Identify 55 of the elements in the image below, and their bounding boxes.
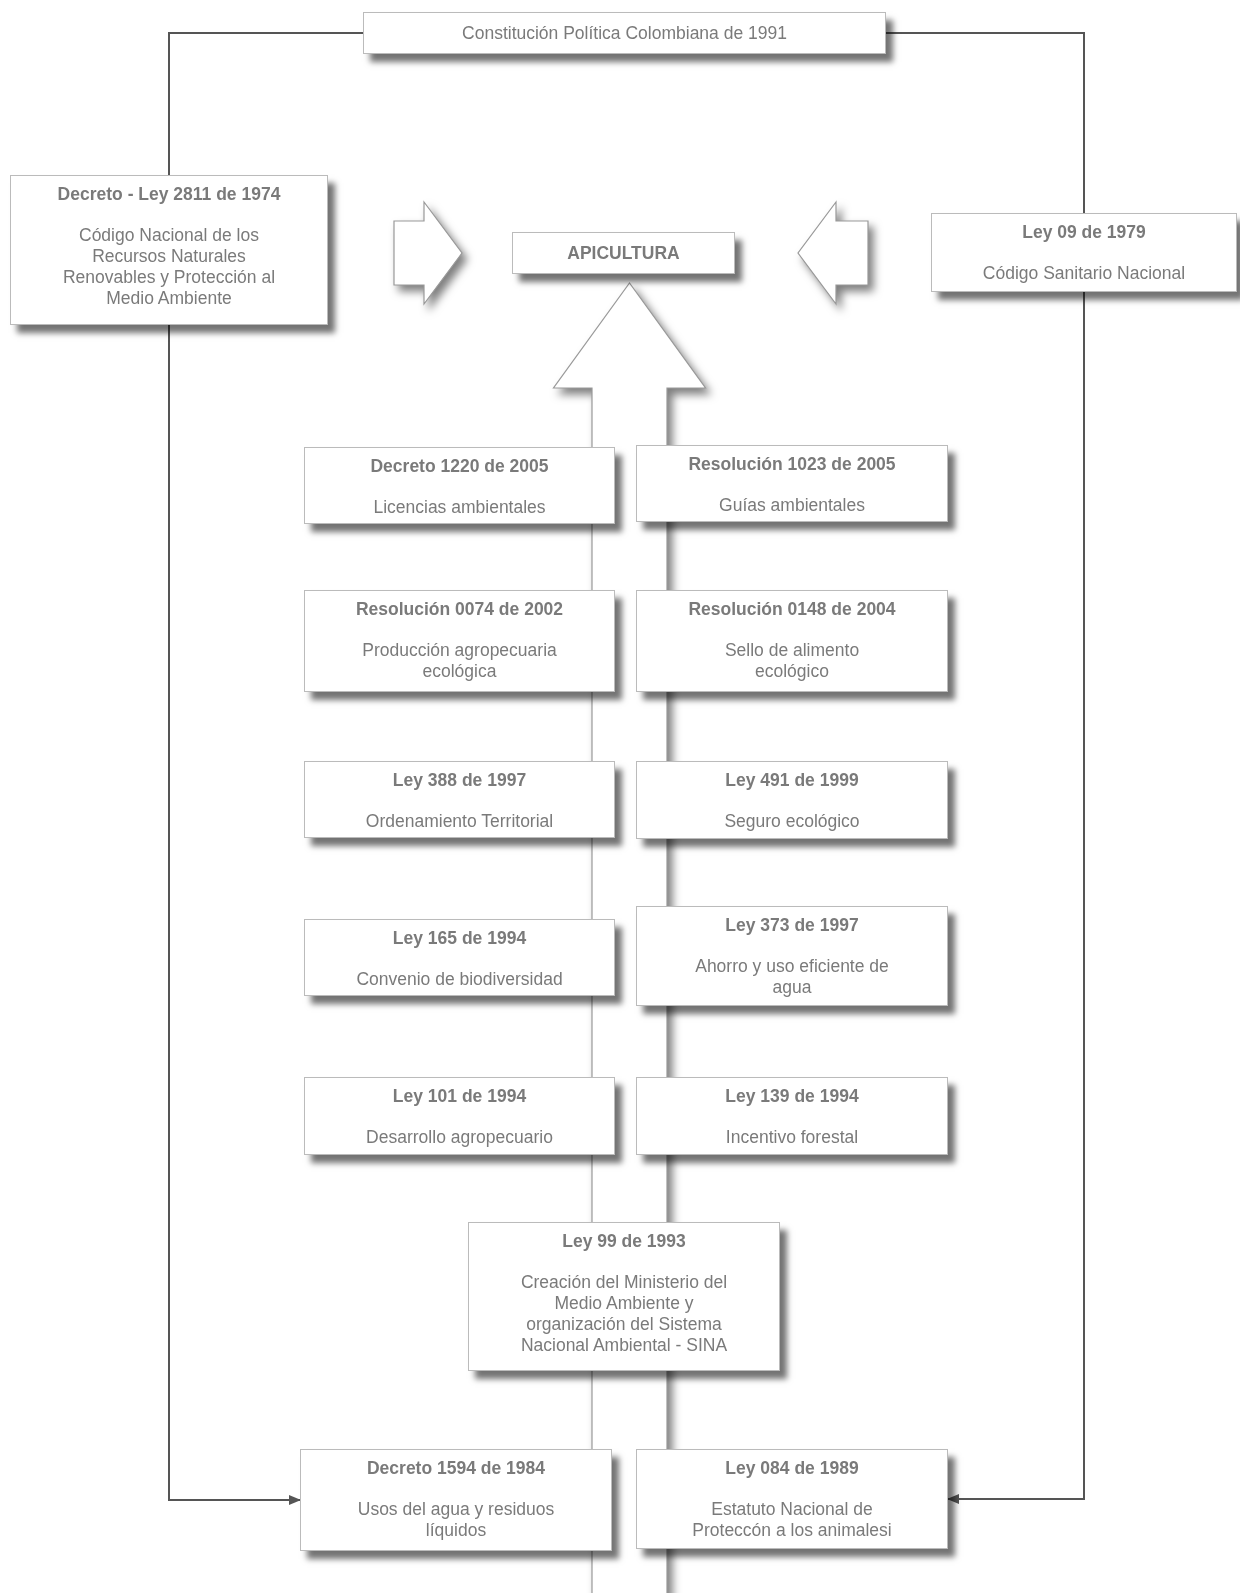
law-description: Ordenamiento Territorial [365, 811, 554, 832]
law-description: Usos del agua y residuos líquidos [356, 1499, 556, 1541]
law-box [636, 1449, 948, 1549]
law-box [636, 761, 948, 839]
law-box [304, 1077, 615, 1155]
law-title: Resolución 1023 de 2005 [688, 454, 896, 475]
law-description: Creación del Ministerio del Medio Ambiente y organización del Sistema Nacional Ambiental - SINA [519, 1272, 729, 1356]
law-title: Ley 101 de 1994 [392, 1086, 527, 1107]
connector-line [168, 324, 301, 1505]
law-description: Código Nacional de los Recursos Naturales Renovables y Protección al Medio Ambiente [61, 225, 277, 309]
law-box [468, 1222, 780, 1371]
block-arrow [797, 200, 869, 306]
law-description: Incentivo forestal [725, 1127, 859, 1148]
law-box [304, 919, 615, 996]
law-title: Ley 373 de 1997 [725, 915, 859, 936]
law-box [300, 1449, 612, 1551]
block-arrow [393, 200, 463, 306]
law-description: Desarrollo agropecuario [366, 1127, 553, 1148]
law-description: Código Sanitario Nacional [982, 263, 1186, 284]
law-description: Convenio de biodiversidad [356, 969, 563, 990]
law-box [10, 175, 328, 325]
law-box [636, 1077, 948, 1155]
law-description: Ahorro y uso eficiente de agua [694, 956, 890, 998]
law-title: Ley 388 de 1997 [392, 770, 527, 791]
law-title: Decreto 1220 de 2005 [370, 456, 549, 477]
law-title: Ley 084 de 1989 [725, 1458, 859, 1479]
law-title: Ley 165 de 1994 [392, 928, 527, 949]
law-box [636, 445, 948, 522]
box-label: Constitución Política Colombiana de 1991 [462, 22, 787, 44]
connector-line [168, 32, 364, 176]
law-description: Licencias ambientales [373, 497, 546, 518]
law-box [636, 906, 948, 1006]
law-description: Seguro ecológico [724, 811, 860, 832]
law-box [512, 232, 735, 274]
law-title: Decreto - Ley 2811 de 1974 [57, 184, 281, 205]
law-description: Estatuto Nacional de Proteccón a los animalesi [691, 1499, 893, 1541]
law-title: Ley 99 de 1993 [562, 1231, 686, 1252]
box-label: APICULTURA [567, 242, 680, 264]
connector-line [885, 32, 1085, 214]
law-title: Ley 139 de 1994 [725, 1086, 859, 1107]
law-description: Guías ambientales [719, 495, 865, 516]
law-box [304, 590, 615, 692]
law-title: Ley 491 de 1999 [725, 770, 859, 791]
law-box [931, 213, 1237, 292]
law-title: Ley 09 de 1979 [1022, 222, 1146, 243]
law-box [304, 447, 615, 524]
law-box [363, 12, 886, 54]
law-title: Resolución 0148 de 2004 [688, 599, 896, 620]
law-description: Sello de alimento ecológico [723, 640, 861, 682]
law-box [304, 761, 615, 838]
connector-line [947, 291, 1085, 1504]
law-box [636, 590, 948, 692]
law-title: Decreto 1594 de 1984 [366, 1458, 545, 1479]
law-description: Producción agropecuaria ecológica [361, 640, 558, 682]
law-title: Resolución 0074 de 2002 [355, 599, 564, 620]
